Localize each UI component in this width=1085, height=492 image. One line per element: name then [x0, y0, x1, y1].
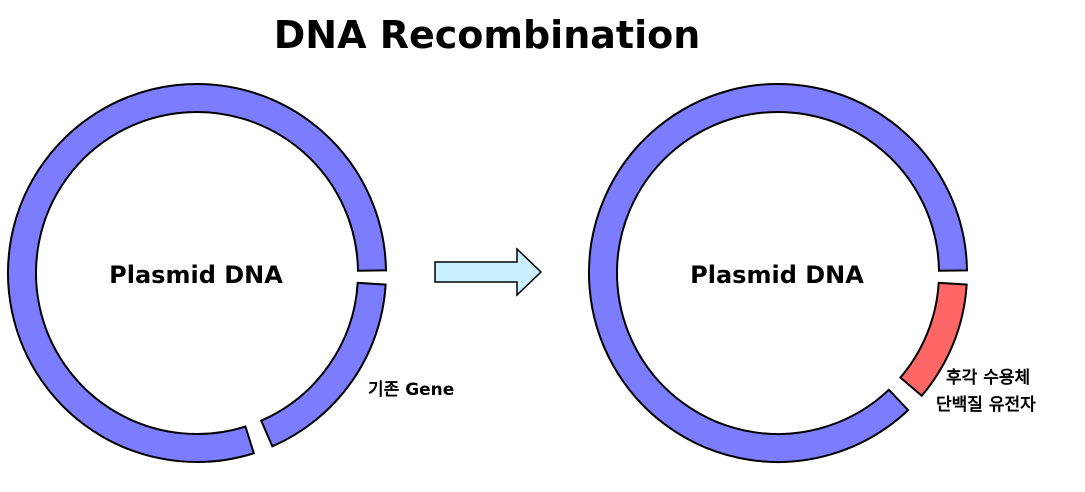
- right-plasmid-inserted-gene-arc: [899, 281, 968, 398]
- left-plasmid-backbone-arc: [7, 83, 387, 463]
- left-plasmid-label: Plasmid DNA: [109, 261, 283, 289]
- existing-gene-label: 기존 Gene: [368, 380, 454, 400]
- right-arrow-icon: [434, 247, 543, 297]
- inserted-gene-label-line2: 단백질 유전자: [936, 394, 1036, 415]
- diagram-title: DNA Recombination: [274, 13, 701, 57]
- right-plasmid: Plasmid DNA 후각 수용체 단백질 유전자: [588, 83, 1036, 463]
- left-plasmid-existing-gene-arc: [259, 281, 387, 448]
- right-plasmid-label: Plasmid DNA: [690, 261, 864, 289]
- inserted-gene-label-line1: 후각 수용체: [946, 367, 1030, 388]
- left-plasmid: Plasmid DNA 기존 Gene: [7, 83, 454, 463]
- right-plasmid-backbone-arc: [588, 83, 968, 463]
